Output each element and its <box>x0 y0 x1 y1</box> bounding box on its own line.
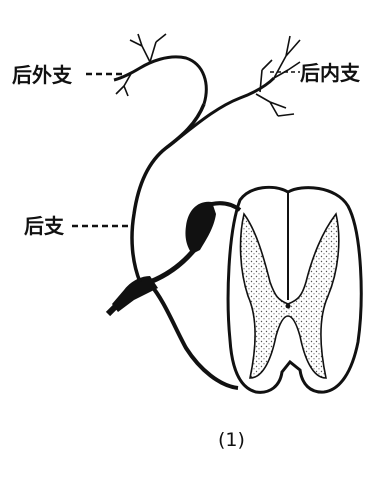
label-posterior-branch: 后支 <box>24 214 65 238</box>
figure-caption: (1) <box>218 429 245 451</box>
nerve-roots <box>108 202 240 388</box>
central-canal <box>286 304 291 309</box>
medial-branch-nerve <box>166 78 274 148</box>
dorsal-root-distal <box>150 250 194 282</box>
anterior-branch-stub <box>108 306 116 314</box>
label-lateral-branch: 后外支 <box>12 63 73 87</box>
label-medial-branch: 后内支 <box>300 61 361 85</box>
posterior-branch-trunk <box>132 104 204 282</box>
spinal-nerve-junction <box>112 276 158 312</box>
dorsal-root-ganglion <box>185 202 216 254</box>
spinal-cord-section <box>228 187 361 392</box>
medial-branch-fibers <box>256 36 300 116</box>
lateral-branch-fibers <box>116 34 166 96</box>
ventral-root <box>150 284 238 388</box>
dorsal-root <box>212 203 240 210</box>
